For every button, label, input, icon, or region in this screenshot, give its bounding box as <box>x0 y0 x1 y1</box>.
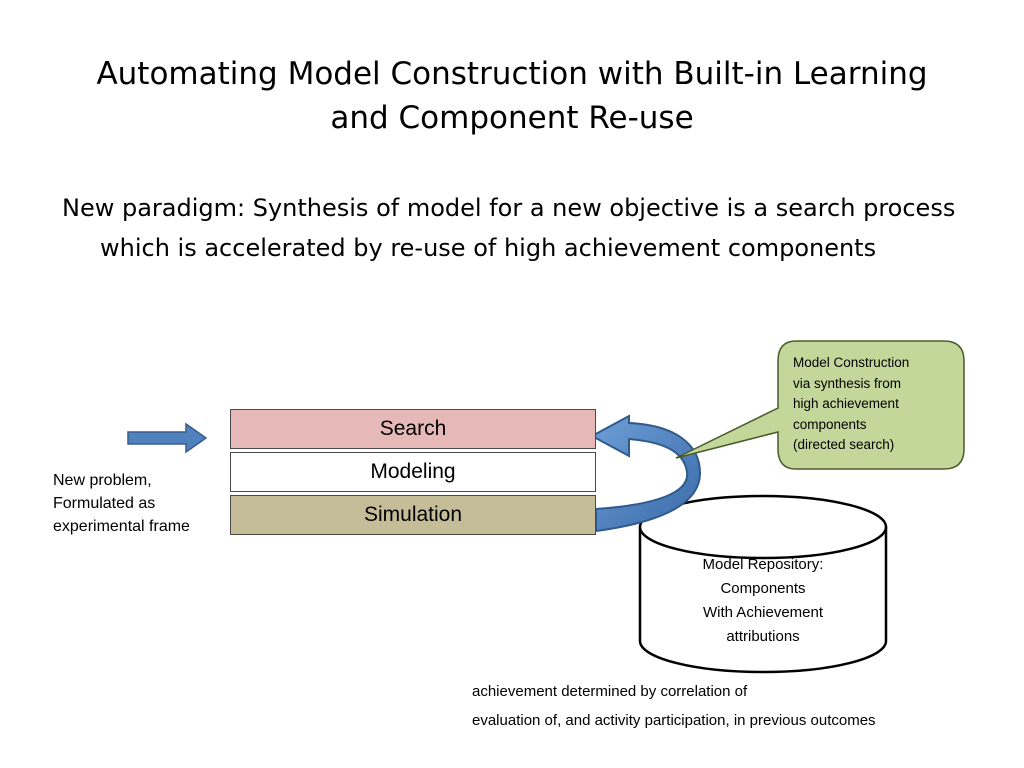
input-arrow-icon <box>127 422 208 454</box>
repository-line-1: Model Repository: <box>702 556 824 573</box>
simulation-layer: Simulation <box>230 495 596 535</box>
callout-line-5: (directed search) <box>793 437 895 452</box>
slide-title-line-1: Automating Model Construction with Built… <box>96 56 928 92</box>
repository-label: Model Repository: Components With Achiev… <box>656 553 870 649</box>
callout-text: Model Construction via synthesis from hi… <box>793 353 958 456</box>
slide-title-line-2: and Component Re-use <box>330 100 694 136</box>
slide-title: Automating Model Construction with Built… <box>40 52 984 140</box>
callout-bubble <box>675 340 965 470</box>
callout-line-1: Model Construction <box>793 355 910 370</box>
search-layer: Search <box>230 409 596 449</box>
footnote-line-2: evaluation of, and activity participatio… <box>472 712 876 729</box>
callout-line-4: components <box>793 416 867 432</box>
repository-line-2: Components <box>720 580 806 597</box>
callout-line-2: via synthesis from <box>793 375 902 391</box>
paradigm-bullet: New paradigm: Synthesis of model for a n… <box>62 194 956 262</box>
repository-line-4: attributions <box>726 628 800 645</box>
repository-line-3: With Achievement <box>702 604 824 621</box>
modeling-layer: Modeling <box>230 452 596 492</box>
model-repository-cylinder <box>638 494 888 674</box>
callout-line-3: high achievement <box>793 396 899 411</box>
footnote-line-1: achievement determined by correlation of <box>472 683 748 700</box>
feedback-curved-arrow-icon <box>589 414 702 533</box>
new-problem-label: New problem, Formulated as experimental … <box>53 472 190 535</box>
